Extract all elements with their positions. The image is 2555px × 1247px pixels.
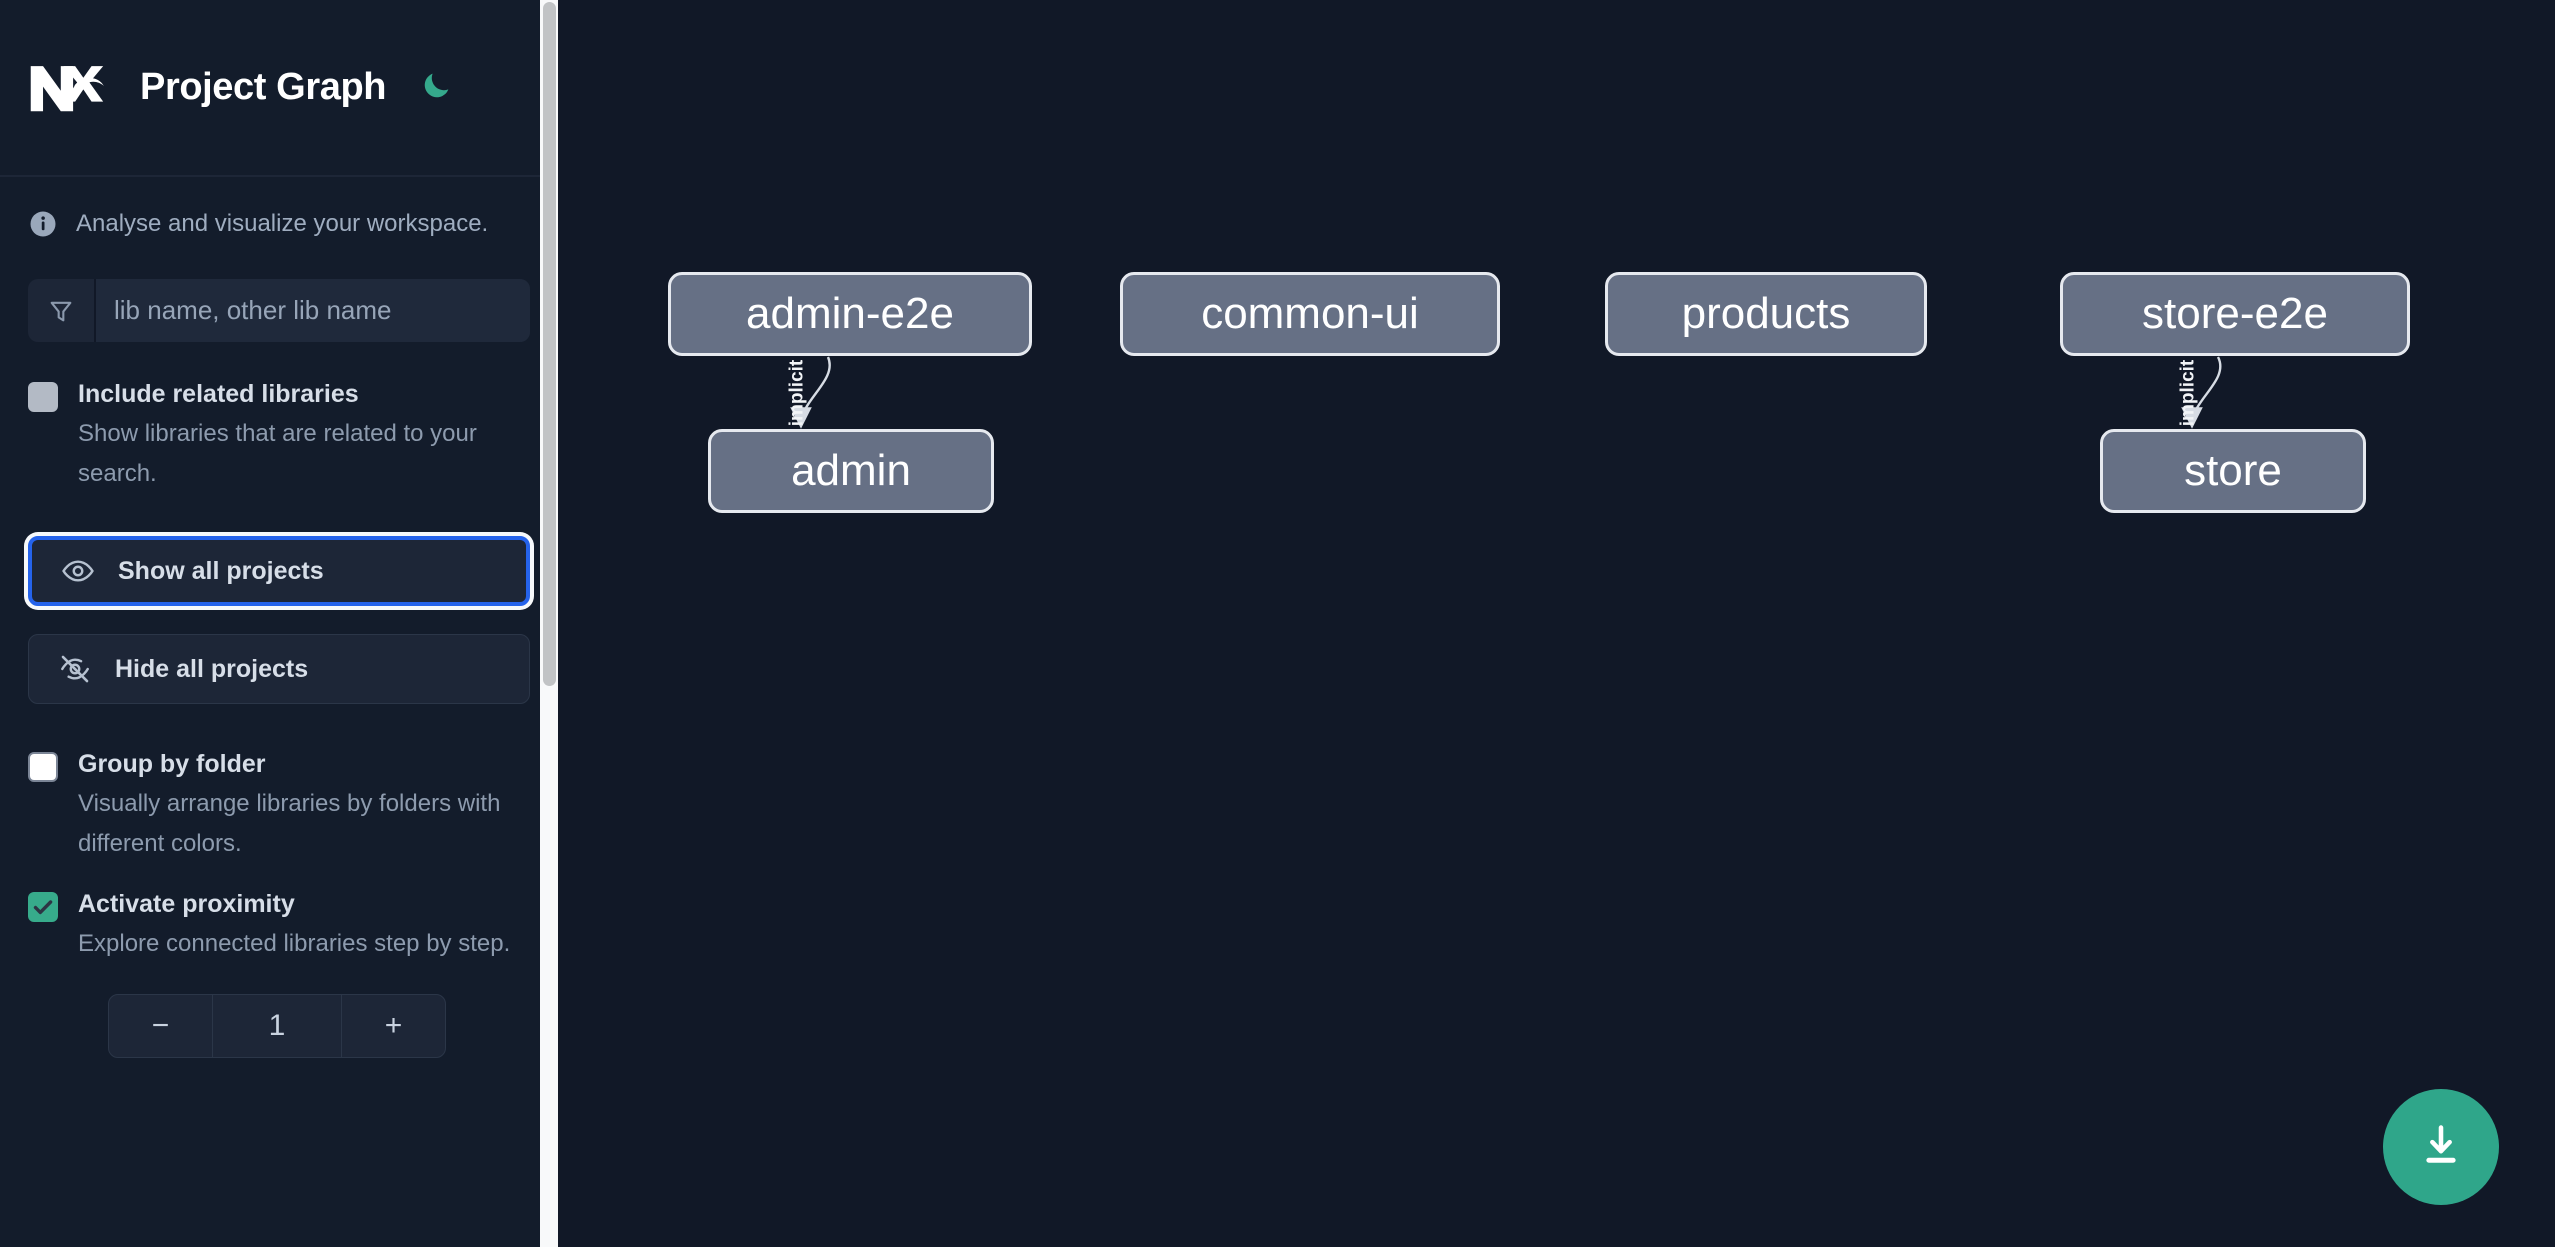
download-graph-button[interactable] xyxy=(2383,1089,2499,1205)
graph-node-label: products xyxy=(1681,289,1851,338)
proximity-stepper: − 1 + xyxy=(108,994,446,1058)
sidebar-scrollbar[interactable] xyxy=(540,0,558,1247)
info-circle-icon xyxy=(28,209,58,239)
eye-off-icon xyxy=(57,651,93,687)
activate-proximity-description: Explore connected libraries step by step… xyxy=(78,930,511,957)
filter-bar xyxy=(28,279,530,342)
workspace-info-text: Analyse and visualize your workspace. xyxy=(76,210,489,237)
eye-icon xyxy=(60,553,96,589)
graph-node-admin-e2e[interactable]: admin-e2e xyxy=(668,272,1032,356)
nx-logo-icon xyxy=(28,62,110,114)
include-related-libraries-checkbox[interactable] xyxy=(28,382,58,412)
sidebar-header: Project Graph xyxy=(0,0,558,177)
edge-label-store-implicit: implicit xyxy=(2177,359,2199,427)
graph-node-common-ui[interactable]: common-ui xyxy=(1120,272,1500,356)
sidebar-scroll-area: Project Graph Ana xyxy=(0,0,558,1247)
include-related-libraries-label: Include related libraries xyxy=(78,380,359,408)
workspace-info: Analyse and visualize your workspace. xyxy=(0,177,558,239)
graph-node-store-e2e[interactable]: store-e2e xyxy=(2060,272,2410,356)
graph-node-label: admin-e2e xyxy=(746,289,954,338)
download-icon xyxy=(2415,1120,2467,1175)
option-group-by-folder[interactable]: Group by folder Visually arrange librari… xyxy=(0,704,558,864)
search-input[interactable] xyxy=(96,279,530,342)
graph-node-admin[interactable]: admin xyxy=(708,429,994,513)
theme-toggle-button[interactable] xyxy=(416,68,456,108)
option-include-related-libraries[interactable]: Include related libraries Show libraries… xyxy=(0,342,558,494)
group-by-folder-description: Visually arrange libraries by folders wi… xyxy=(78,790,501,857)
proximity-value: 1 xyxy=(268,1009,286,1042)
hide-all-projects-label: Hide all projects xyxy=(115,654,309,683)
activate-proximity-label: Activate proximity xyxy=(78,890,295,918)
option-activate-proximity[interactable]: Activate proximity Explore connected lib… xyxy=(0,864,558,964)
edge-label-admin-implicit: implicit xyxy=(786,359,808,427)
hide-all-projects-button[interactable]: Hide all projects xyxy=(28,634,530,704)
funnel-icon xyxy=(28,279,96,342)
show-all-projects-label: Show all projects xyxy=(118,556,324,585)
proximity-decrement-button[interactable]: − xyxy=(109,995,213,1057)
sidebar: Project Graph Ana xyxy=(0,0,558,1247)
graph-edges xyxy=(790,356,2222,429)
graph-node-products[interactable]: products xyxy=(1605,272,1927,356)
group-by-folder-label: Group by folder xyxy=(78,750,266,778)
graph-node-label: store-e2e xyxy=(2142,289,2328,338)
group-by-folder-checkbox[interactable] xyxy=(28,752,58,782)
moon-icon xyxy=(419,69,453,106)
proximity-increment-button[interactable]: + xyxy=(341,995,445,1057)
sidebar-scrollbar-thumb[interactable] xyxy=(543,2,556,686)
graph-canvas[interactable]: admin-e2e common-ui products store-e2e a… xyxy=(558,0,2555,1247)
graph-node-store[interactable]: store xyxy=(2100,429,2366,513)
include-related-libraries-description: Show libraries that are related to your … xyxy=(78,420,477,487)
page-title: Project Graph xyxy=(140,66,387,108)
graph-node-label: admin xyxy=(791,446,911,495)
graph-node-label: store xyxy=(2184,446,2282,495)
graph-node-label: common-ui xyxy=(1201,289,1419,338)
activate-proximity-checkbox[interactable] xyxy=(28,892,58,922)
show-all-projects-button[interactable]: Show all projects xyxy=(28,536,530,606)
